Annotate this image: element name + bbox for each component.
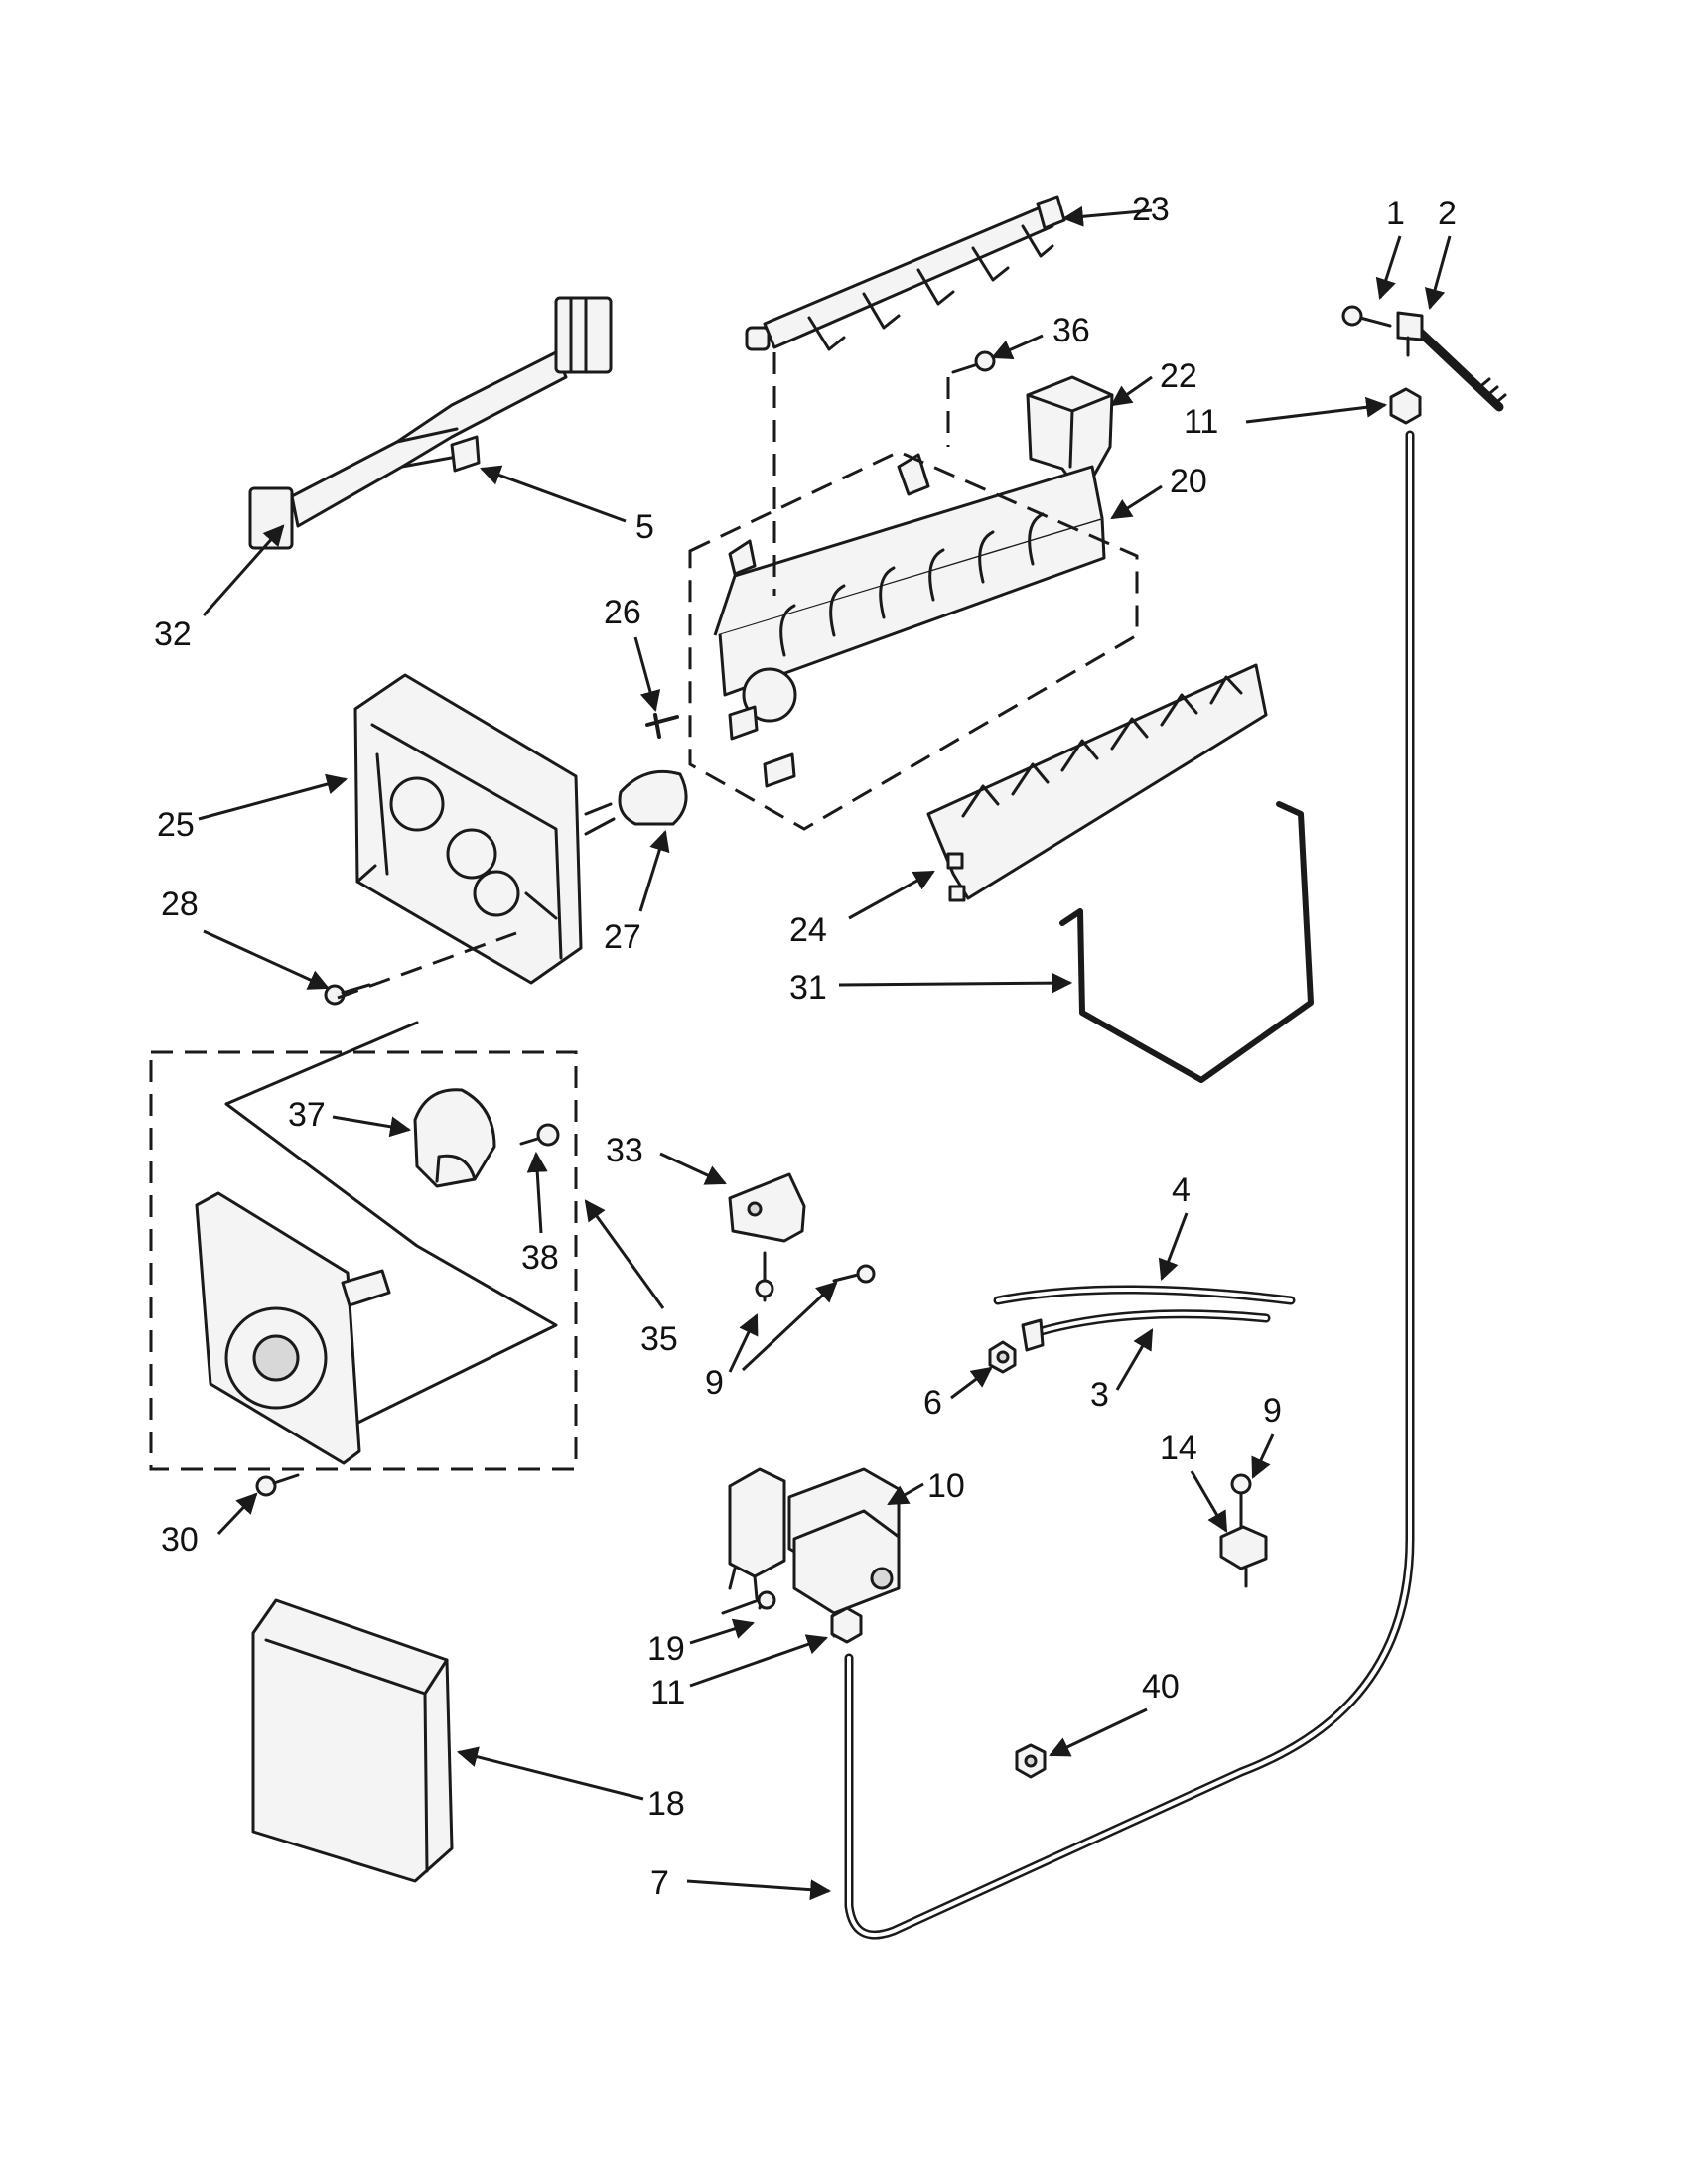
- housing-part: [353, 673, 583, 985]
- callout-24: 24: [789, 911, 827, 949]
- shutoff-arm-part: [1059, 801, 1314, 1083]
- callout-1: 1: [1386, 195, 1405, 232]
- callout-6: 6: [923, 1384, 942, 1422]
- callout-26: 26: [604, 594, 641, 631]
- callout-10: 10: [927, 1467, 965, 1505]
- callout-18: 18: [647, 1785, 685, 1823]
- callout-3: 3: [1090, 1376, 1109, 1414]
- screw-9-single-part: [1230, 1473, 1252, 1531]
- screw-38-part: [519, 1123, 560, 1147]
- callout-30: 30: [161, 1521, 199, 1559]
- fitting-2-part: [1396, 311, 1507, 412]
- callout-37: 37: [288, 1096, 326, 1134]
- tube-4-part: [993, 1285, 1296, 1305]
- nut-11-bottom-part: [830, 1606, 863, 1644]
- bracket-33-part: [728, 1172, 806, 1243]
- leader-lines: [198, 205, 1452, 1901]
- callout-32: 32: [154, 615, 192, 653]
- wire-harness-part: [248, 296, 613, 550]
- callout-40: 40: [1142, 1668, 1180, 1706]
- callout-22: 22: [1160, 357, 1197, 395]
- support-plate-part: [195, 1191, 391, 1465]
- callout-33: 33: [606, 1132, 643, 1169]
- callout-7: 7: [650, 1864, 669, 1902]
- clip-part: [450, 435, 481, 473]
- callout-11-bottom: 11: [650, 1674, 685, 1711]
- fitting-1-part: [1341, 305, 1392, 328]
- water-valve-part: [728, 1467, 901, 1638]
- callout-5: 5: [635, 508, 654, 546]
- callout-9-right: 9: [1263, 1392, 1282, 1430]
- screw-9-pair-part: [755, 1251, 876, 1302]
- nut-40-part: [1015, 1743, 1047, 1779]
- motor-assembly-guide-lines: [224, 1021, 558, 1439]
- callout-27: 27: [604, 918, 641, 956]
- motor-assembly-dashed-box: [149, 1050, 578, 1471]
- callout-19: 19: [647, 1630, 685, 1668]
- screw-36-part: [951, 350, 996, 374]
- screw-19-part: [721, 1590, 776, 1615]
- mold-assembly-dashed-outline: [688, 450, 1139, 831]
- ejector-shaft-part: [745, 195, 1066, 351]
- cover-18-part: [251, 1598, 454, 1883]
- callout-11-top: 11: [1184, 403, 1218, 441]
- water-tube-7-part: [844, 430, 1415, 1940]
- callout-38: 38: [521, 1239, 559, 1277]
- callout-36: 36: [1052, 312, 1090, 349]
- tube-3-part: [1021, 1309, 1271, 1352]
- nut-11-top-part: [1389, 387, 1422, 425]
- callout-23: 23: [1132, 191, 1170, 228]
- callout-14: 14: [1160, 1430, 1197, 1467]
- thermostat-part: [584, 769, 688, 836]
- clamp-14-part: [1219, 1525, 1268, 1588]
- callout-25: 25: [157, 806, 195, 844]
- motor-part: [413, 1088, 496, 1188]
- callout-35: 35: [640, 1320, 678, 1358]
- callout-9-left: 9: [705, 1364, 724, 1402]
- callout-2: 2: [1438, 195, 1457, 232]
- stripper-part: [926, 663, 1268, 902]
- screw-26-part: [645, 713, 679, 739]
- screw-30-part: [255, 1473, 300, 1497]
- callout-31: 31: [789, 969, 827, 1007]
- callout-4: 4: [1172, 1171, 1191, 1209]
- callout-28: 28: [161, 886, 199, 923]
- nut-6-part: [988, 1340, 1017, 1374]
- callout-labels: 1 2 3 4 5 6 7 9 9 10 11 11 14 18 19 20 2…: [154, 191, 1457, 1902]
- callout-20: 20: [1170, 463, 1207, 500]
